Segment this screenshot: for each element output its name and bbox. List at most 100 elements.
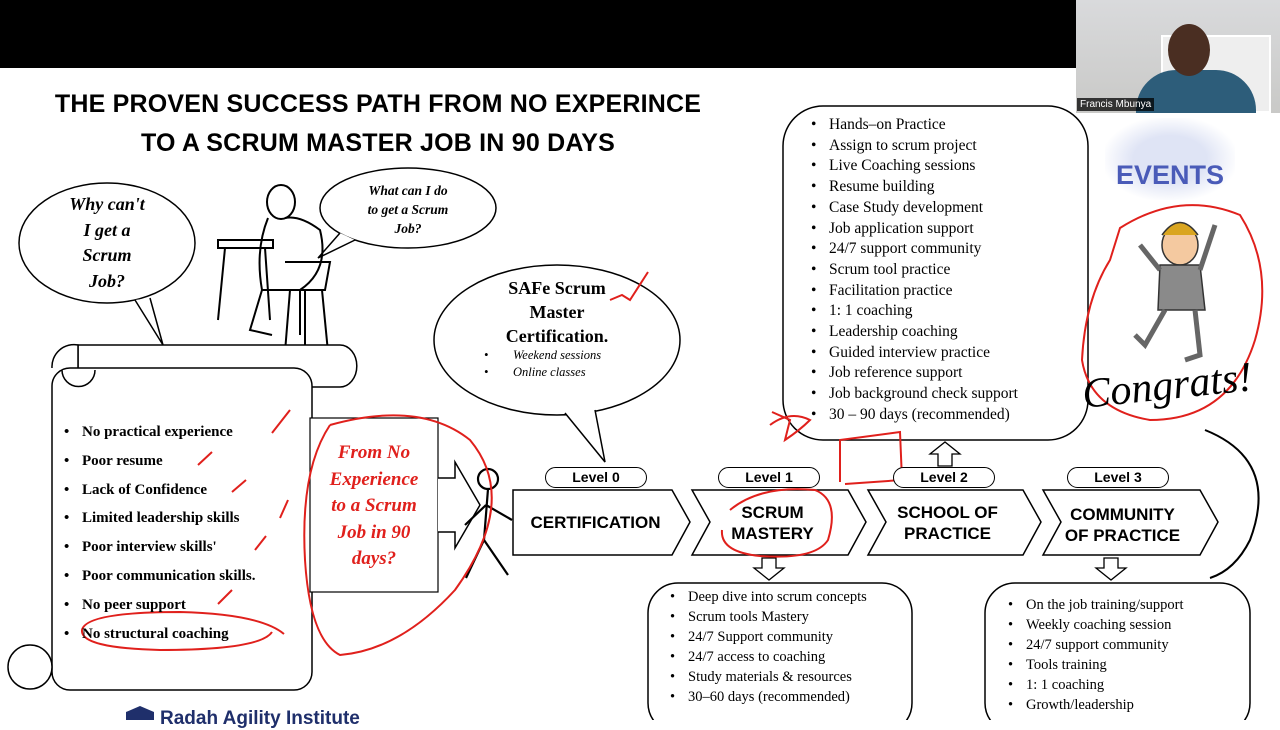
list-item: Scrum tool practice [807, 260, 1018, 281]
chevron-level0 [512, 489, 691, 556]
arrow-down-icon [1094, 557, 1128, 581]
list-item: Leadership coaching [807, 322, 1018, 343]
text-line: Job? [394, 221, 422, 236]
text-line: to get a Scrum [367, 202, 449, 217]
text-line: SCHOOL OF [897, 502, 998, 522]
slide-title-line2: TO A SCRUM MASTER JOB IN 90 DAYS [140, 129, 616, 157]
community-of-practice-list: On the job training/supportWeekly coachi… [1004, 595, 1183, 715]
chevron-level2 [866, 489, 1042, 556]
list-item: Poor interview skills' [60, 533, 255, 562]
list-item: 1: 1 coaching [807, 301, 1018, 322]
list-item: Limited leadership skills [60, 504, 255, 533]
participant-face [1168, 24, 1210, 76]
slide-title-line1: THE PROVEN SUCCESS PATH FROM NO EXPERINC… [54, 90, 702, 118]
list-item: 24/7 support community [807, 239, 1018, 260]
text-line: COMMUNITY [1070, 504, 1175, 524]
text-line: From No [337, 442, 411, 463]
text-line: Certification. [505, 326, 609, 346]
person-at-desk-illustration [217, 184, 332, 353]
list-item: Case Study development [807, 198, 1018, 219]
text-line: OF PRACTICE [1064, 525, 1181, 545]
list-item: 24/7 access to coaching [666, 647, 906, 667]
text-line: What can I do [368, 183, 448, 198]
list-item: Online classes [480, 364, 601, 381]
text-line: Master [529, 302, 585, 322]
list-item: No practical experience [60, 418, 255, 447]
thought-bubble-left [18, 182, 196, 304]
list-item: Hands–on Practice [807, 115, 1018, 136]
list-item: Job reference support [807, 363, 1018, 384]
list-item: Deep dive into scrum concepts [666, 587, 906, 607]
arrow-down-icon [752, 557, 786, 581]
list-item: Weekend sessions [480, 347, 601, 364]
list-item: Scrum tools Mastery [666, 607, 906, 627]
list-item: Assign to scrum project [807, 136, 1018, 157]
level-1-pill: Level 1 [718, 467, 820, 488]
text-line: I get a [83, 219, 131, 240]
curved-arrow [1204, 429, 1260, 579]
list-item: Poor communication skills. [60, 562, 255, 591]
list-item: Growth/leadership [1004, 695, 1183, 715]
list-item: Lack of Confidence [60, 476, 255, 505]
list-item: Live Coaching sessions [807, 156, 1018, 177]
celebrating-man-illustration [1133, 221, 1218, 363]
participant-name-label: Francis Mbunya [1077, 98, 1155, 111]
list-item: Weekly coaching session [1004, 615, 1183, 635]
certification-items: Weekend sessions Online classes [480, 347, 601, 381]
arrow-right-shape [438, 459, 481, 551]
list-item: No peer support [60, 591, 255, 620]
question-box [309, 417, 439, 593]
level-2-pill: Level 2 [893, 467, 995, 488]
thought-left-text: Why can't I get a Scrum Job? [40, 192, 174, 294]
chevron-level3 [1041, 489, 1219, 556]
list-item: 30 – 90 days (recommended) [807, 405, 1018, 426]
participant-body [1136, 70, 1256, 113]
events-illustration [1105, 118, 1235, 200]
list-item: Study materials & resources [666, 667, 906, 687]
text-line: SCRUM [741, 502, 804, 522]
participant-video[interactable] [1076, 0, 1280, 113]
problems-list: No practical experience Poor resume Lack… [60, 418, 255, 648]
level-0-name: CERTIFICATION [513, 490, 678, 555]
list-item: On the job training/support [1004, 595, 1183, 615]
text-line: SAFe Scrum [508, 278, 606, 298]
top-black-bar [0, 0, 1280, 68]
certification-title: SAFe Scrum Master Certification. [480, 276, 634, 348]
list-item: 24/7 support community [1004, 635, 1183, 655]
arrow-up-icon [928, 441, 962, 467]
text-line: Why can't [69, 194, 145, 214]
text-line: Job? [89, 270, 125, 291]
text-line: PRACTICE [904, 523, 991, 543]
text-line: MASTERY [731, 523, 814, 543]
logo-text: Radah Agility Institute [160, 708, 360, 729]
text-line: to a Scrum [331, 495, 417, 516]
list-item: 1: 1 coaching [1004, 675, 1183, 695]
level-3-pill: Level 3 [1067, 467, 1169, 488]
logo-icon [126, 706, 154, 720]
list-item: Job background check support [807, 384, 1018, 405]
text-line: CERTIFICATION [530, 513, 661, 532]
list-item: Facilitation practice [807, 281, 1018, 302]
list-item: Job application support [807, 219, 1018, 240]
text-line: days? [351, 548, 397, 569]
scrum-mastery-list: Deep dive into scrum conceptsScrum tools… [666, 587, 906, 707]
list-item: Poor resume [60, 447, 255, 476]
list-item: 30–60 days (recommended) [666, 687, 906, 707]
list-item: Resume building [807, 177, 1018, 198]
events-label: EVENTS [1115, 160, 1225, 190]
list-item: 24/7 Support community [666, 627, 906, 647]
text-line: Job in 90 [337, 521, 411, 543]
list-item: Tools training [1004, 655, 1183, 675]
thought-right-text: What can I do to get a Scrum Job? [340, 181, 476, 238]
text-line: Experience [329, 468, 419, 490]
list-item: Guided interview practice [807, 343, 1018, 364]
text-line: Scrum [82, 245, 132, 265]
list-item: No structural coaching [60, 620, 255, 649]
school-of-practice-list: Hands–on PracticeAssign to scrum project… [807, 115, 1018, 426]
level-0-pill: Level 0 [545, 467, 647, 488]
question-box-text: From No Experience to a Scrum Job in 90 … [312, 440, 436, 573]
thought-bubble-right [319, 167, 497, 249]
